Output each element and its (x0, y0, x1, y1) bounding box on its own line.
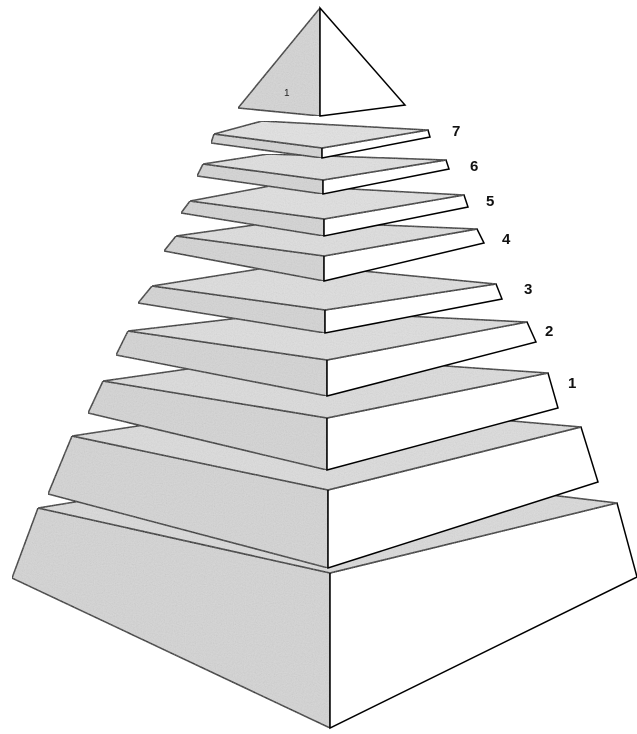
pyramid-capstone: 1 (238, 8, 405, 116)
layer-label-6: 6 (470, 158, 478, 175)
layer-label-7: 7 (452, 123, 460, 140)
layer-label-3: 3 (524, 281, 532, 298)
capstone-right-face (320, 8, 405, 116)
layer-label-2: 2 (545, 323, 553, 340)
capstone-left-face (238, 8, 320, 116)
layer-label-5: 5 (486, 193, 494, 210)
layer-label-4: 4 (502, 231, 511, 248)
pyramid-layer-6 (197, 154, 449, 194)
capstone-mark: 1 (284, 88, 290, 99)
layer-label-1: 1 (568, 375, 576, 392)
pyramid-layer-7 (211, 121, 430, 158)
